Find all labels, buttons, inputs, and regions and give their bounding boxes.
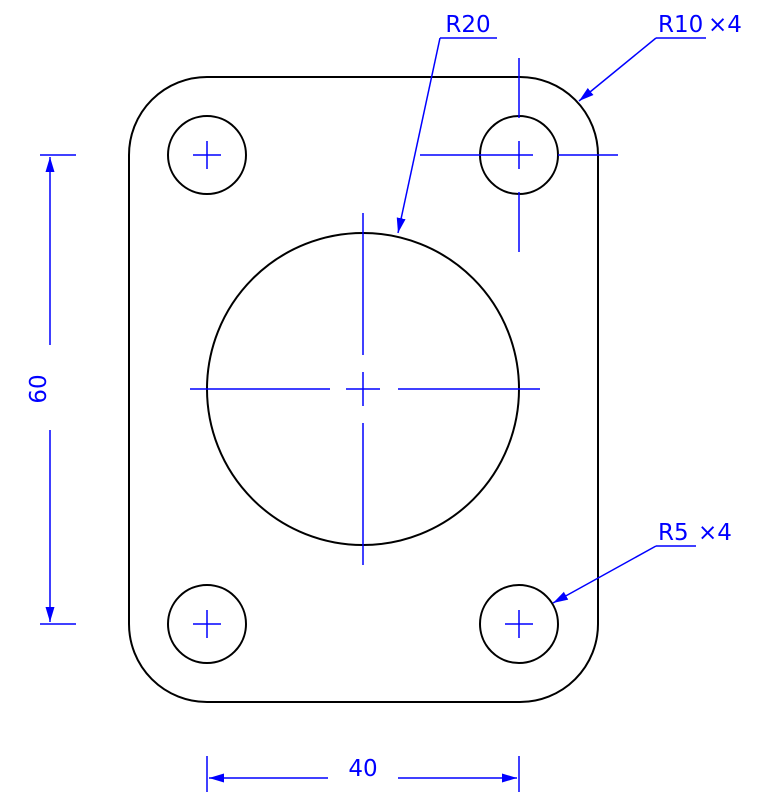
r5-count-label: ×4 bbox=[698, 520, 732, 546]
r5-label: R5 bbox=[658, 520, 689, 546]
hole-bottom-right bbox=[479, 584, 559, 664]
centerlines bbox=[190, 58, 618, 638]
hole-top-left bbox=[167, 115, 247, 195]
plate-outline bbox=[128, 76, 599, 703]
height-dimension bbox=[40, 154, 76, 625]
r20-label: R20 bbox=[445, 12, 490, 38]
r10-count-label: ×4 bbox=[708, 12, 742, 38]
hole-bottom-left bbox=[167, 584, 247, 664]
height-dim-label: 60 bbox=[26, 374, 52, 403]
r10-label: R10 bbox=[658, 12, 703, 38]
width-dim-label: 40 bbox=[348, 756, 377, 782]
r10-leader bbox=[578, 37, 706, 102]
r5-leader bbox=[552, 545, 696, 604]
width-dimension bbox=[206, 756, 520, 792]
r20-leader bbox=[396, 37, 497, 234]
